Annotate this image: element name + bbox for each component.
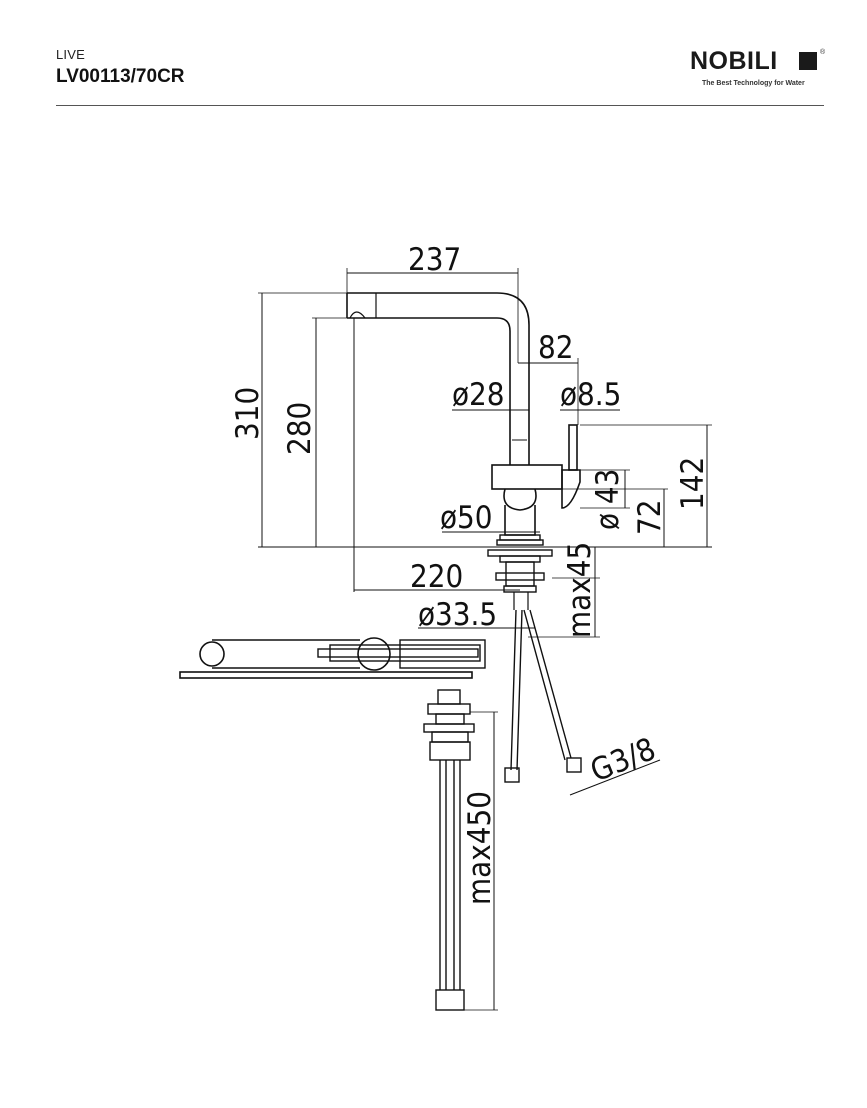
- faucet-front-view: [346, 292, 582, 783]
- dim-spout-diameter: ø28: [452, 377, 505, 413]
- dim-spout-reach-body: 82: [538, 330, 573, 366]
- brand-name: NOBILI: [690, 47, 778, 75]
- dim-outlet-height: 280: [282, 402, 318, 455]
- registered-mark: ®: [820, 49, 826, 56]
- dim-body-upper-height: 142: [675, 457, 711, 510]
- faucet-side-view: [423, 689, 475, 1011]
- brand-mark-icon: [799, 52, 817, 70]
- dim-base-diameter: ø50: [440, 500, 493, 536]
- dim-total-height: 310: [230, 387, 266, 440]
- dim-body-diameter: ø 43: [590, 469, 626, 530]
- dim-body-lower-height: 72: [632, 500, 668, 535]
- dim-spout-reach-total: 237: [408, 242, 461, 278]
- dim-hose-length: max450: [462, 791, 498, 905]
- dim-hole-diameter: ø33.5: [418, 597, 497, 633]
- product-code: LV00113/70CR: [56, 66, 185, 87]
- faucet-top-view: [179, 637, 486, 679]
- brand-logo: NOBILI ® The Best Technology for Water: [686, 47, 832, 93]
- dim-outlet-to-shank: 220: [410, 559, 463, 595]
- dim-lever-diameter: ø8.5: [560, 377, 621, 413]
- brand-tagline: The Best Technology for Water: [702, 80, 805, 87]
- dim-connection-thread: G3/8: [586, 731, 661, 789]
- dim-deck-thickness: max45: [562, 542, 598, 638]
- product-series: LIVE: [56, 47, 85, 62]
- header-divider: [56, 105, 824, 106]
- dimension-lines: [258, 268, 712, 1011]
